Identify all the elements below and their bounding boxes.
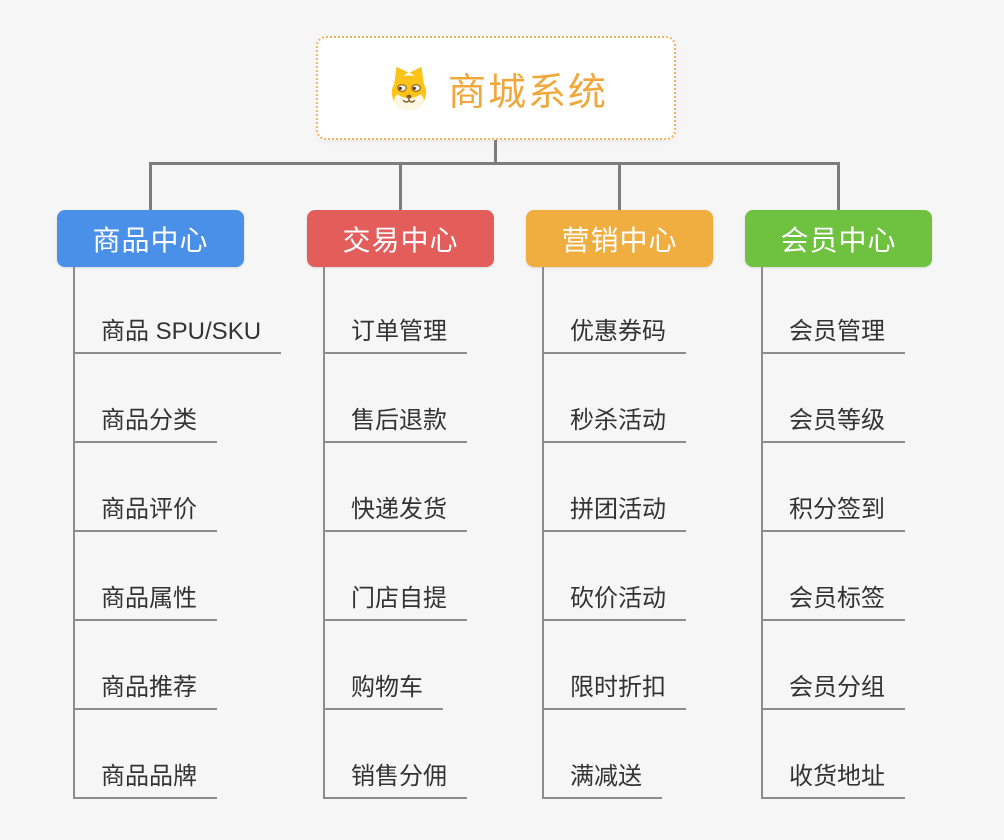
child-node[interactable]: 商品品牌 xyxy=(73,757,217,799)
branch-node[interactable]: 交易中心 xyxy=(307,210,494,267)
child-node[interactable]: 售后退款 xyxy=(323,401,467,443)
child-node[interactable]: 销售分佣 xyxy=(323,757,467,799)
child-node[interactable]: 会员等级 xyxy=(761,401,905,443)
child-node[interactable]: 会员标签 xyxy=(761,579,905,621)
branch-drop-line xyxy=(149,162,152,210)
root-connector-line xyxy=(494,140,497,165)
child-node[interactable]: 门店自提 xyxy=(323,579,467,621)
root-node[interactable]: 商城系统 xyxy=(316,36,676,140)
branch-drop-line xyxy=(618,162,621,210)
child-node[interactable]: 商品属性 xyxy=(73,579,217,621)
children-connector-line xyxy=(323,267,325,799)
child-node[interactable]: 会员分组 xyxy=(761,668,905,710)
branch-node[interactable]: 会员中心 xyxy=(745,210,932,267)
child-node[interactable]: 会员管理 xyxy=(761,312,905,354)
shiba-dog-icon xyxy=(391,66,427,111)
child-node[interactable]: 快递发货 xyxy=(323,490,467,532)
child-node[interactable]: 砍价活动 xyxy=(542,579,686,621)
child-node[interactable]: 积分签到 xyxy=(761,490,905,532)
child-node[interactable]: 满减送 xyxy=(542,757,662,799)
children-connector-line xyxy=(73,267,75,799)
children-connector-line xyxy=(761,267,763,799)
branch-node[interactable]: 商品中心 xyxy=(57,210,244,267)
children-connector-line xyxy=(542,267,544,799)
child-node[interactable]: 商品分类 xyxy=(73,401,217,443)
root-node-title: 商城系统 xyxy=(447,71,608,114)
child-node[interactable]: 订单管理 xyxy=(323,312,467,354)
branch-rail-line xyxy=(149,162,840,165)
child-node[interactable]: 商品推荐 xyxy=(73,668,217,710)
branch-drop-line xyxy=(837,162,840,210)
branch-drop-line xyxy=(399,162,402,210)
child-node[interactable]: 购物车 xyxy=(323,668,443,710)
branch-node[interactable]: 营销中心 xyxy=(526,210,713,267)
child-node[interactable]: 收货地址 xyxy=(761,757,905,799)
child-node[interactable]: 限时折扣 xyxy=(542,668,686,710)
child-node[interactable]: 商品评价 xyxy=(73,490,217,532)
child-node[interactable]: 秒杀活动 xyxy=(542,401,686,443)
child-node[interactable]: 优惠券码 xyxy=(542,312,686,354)
child-node[interactable]: 商品 SPU/SKU xyxy=(73,312,282,354)
child-node[interactable]: 拼团活动 xyxy=(542,490,686,532)
